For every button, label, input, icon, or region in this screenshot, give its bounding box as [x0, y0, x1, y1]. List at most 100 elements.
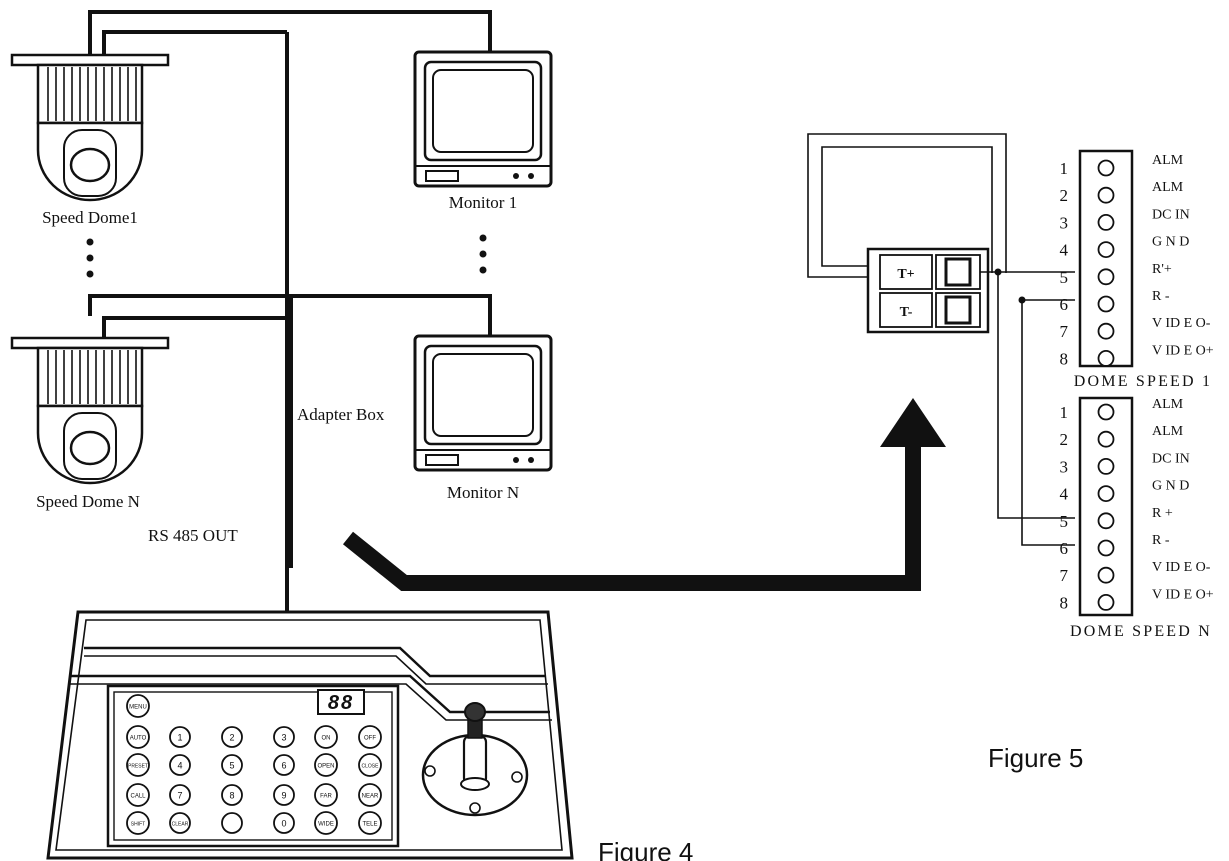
rs485-out-label: RS 485 OUT — [148, 526, 238, 545]
key-label: FAR — [320, 794, 332, 800]
key-button[interactable] — [358, 753, 382, 777]
tminus-label: T- — [900, 305, 913, 320]
key-button[interactable] — [273, 812, 295, 834]
pin-number: 1 — [1060, 403, 1069, 422]
key-button[interactable] — [358, 725, 382, 749]
key-label: CLEAR — [172, 822, 189, 828]
key-button[interactable] — [221, 754, 243, 776]
connection-arrow — [342, 398, 946, 591]
key-button[interactable] — [358, 811, 382, 835]
key-button[interactable] — [126, 753, 150, 777]
key-button[interactable] — [221, 812, 243, 834]
key-button[interactable] — [314, 783, 338, 807]
terminal-block-title: DOME SPEED 1 — [1074, 373, 1212, 390]
key-label: 9 — [281, 791, 286, 801]
key-button[interactable] — [169, 784, 191, 806]
key-label: OPEN — [317, 764, 334, 770]
key-label: TELE — [362, 822, 377, 828]
pin-number: 8 — [1060, 593, 1069, 612]
key-button[interactable] — [126, 694, 150, 718]
key-label: 3 — [281, 733, 286, 743]
key-button[interactable] — [169, 726, 191, 748]
pin-label: G N D — [1152, 479, 1189, 494]
key-button[interactable] — [314, 811, 338, 835]
pin-number: 8 — [1060, 349, 1069, 368]
key-label: WIDE — [318, 822, 334, 828]
key-label: CLOSE — [362, 764, 380, 770]
ellipsis-domes — [86, 238, 94, 278]
pin-label: G N D — [1152, 235, 1189, 250]
terminal-screw — [1097, 322, 1115, 340]
pin-number: 6 — [1060, 295, 1069, 314]
bus-wiring — [88, 10, 492, 612]
pin-number: 4 — [1060, 241, 1069, 260]
pin-number: 1 — [1060, 159, 1069, 178]
key-button[interactable] — [126, 783, 150, 807]
speed-dome-n-label: Speed Dome N — [36, 492, 140, 511]
key-button[interactable] — [221, 726, 243, 748]
key-button[interactable] — [126, 725, 150, 749]
key-label: 0 — [281, 819, 286, 829]
pin-number: 2 — [1060, 430, 1069, 449]
terminal-screw — [1097, 539, 1115, 557]
monitor-n-label: Monitor N — [447, 483, 519, 502]
figure-5-caption: Figure 5 — [988, 743, 1083, 773]
key-button[interactable] — [126, 811, 150, 835]
pin-label: V ID E O- — [1152, 560, 1211, 575]
adapter-wiring — [807, 133, 1075, 546]
terminal-screw — [1097, 594, 1115, 611]
pin-label: ALM — [1152, 153, 1184, 168]
adapter-box-label: Adapter Box — [297, 405, 385, 424]
pin-label: ALM — [1152, 424, 1184, 439]
ellipsis-monitors — [479, 234, 487, 274]
key-button[interactable] — [314, 725, 338, 749]
key-button[interactable] — [358, 783, 382, 807]
pin-label: R - — [1152, 533, 1170, 548]
terminal-screw — [1097, 403, 1115, 421]
key-label: SHIFT — [131, 822, 145, 828]
terminal-screw — [1097, 213, 1115, 231]
pin-label: V ID E O+ — [1152, 343, 1214, 358]
pin-label: V ID E O+ — [1152, 587, 1214, 602]
key-label: 5 — [229, 761, 234, 771]
terminal-screw — [1097, 457, 1115, 475]
pin-number: 6 — [1060, 539, 1069, 558]
key-label: 6 — [281, 761, 286, 771]
key-label: OFF — [364, 736, 376, 742]
key-label: MENU — [129, 705, 147, 711]
key-button[interactable] — [273, 754, 295, 776]
monitor-n — [413, 334, 553, 472]
pin-number: 7 — [1060, 322, 1069, 341]
terminal-block-title: DOME SPEED N — [1070, 623, 1212, 640]
figure-4-caption: Figure 4 — [598, 837, 693, 861]
terminal-screw — [1097, 241, 1115, 259]
key-button[interactable] — [221, 784, 243, 806]
channel-display: 88 — [328, 692, 354, 714]
monitor-1-label: Monitor 1 — [449, 193, 517, 212]
terminal-screw — [1097, 268, 1115, 286]
speed-dome-1 — [10, 53, 170, 202]
terminal-screw — [1097, 430, 1115, 448]
key-button[interactable] — [169, 812, 191, 834]
terminal-screw — [1097, 512, 1115, 530]
pin-number: 3 — [1060, 213, 1069, 232]
key-label: 1 — [177, 733, 182, 743]
key-button[interactable] — [314, 753, 338, 777]
key-button[interactable] — [273, 726, 295, 748]
pin-label: R - — [1152, 289, 1170, 304]
key-label: NEAR — [362, 794, 379, 800]
terminal-screw — [1097, 159, 1115, 177]
key-button[interactable] — [169, 754, 191, 776]
tplus-label: T+ — [897, 267, 914, 282]
pin-label: ALM — [1152, 397, 1184, 412]
pin-number: 5 — [1060, 512, 1069, 531]
key-button[interactable] — [273, 784, 295, 806]
monitor-1 — [413, 50, 553, 188]
joystick[interactable] — [421, 702, 529, 817]
pin-number: 4 — [1060, 485, 1069, 504]
terminal-screw — [1097, 295, 1115, 313]
